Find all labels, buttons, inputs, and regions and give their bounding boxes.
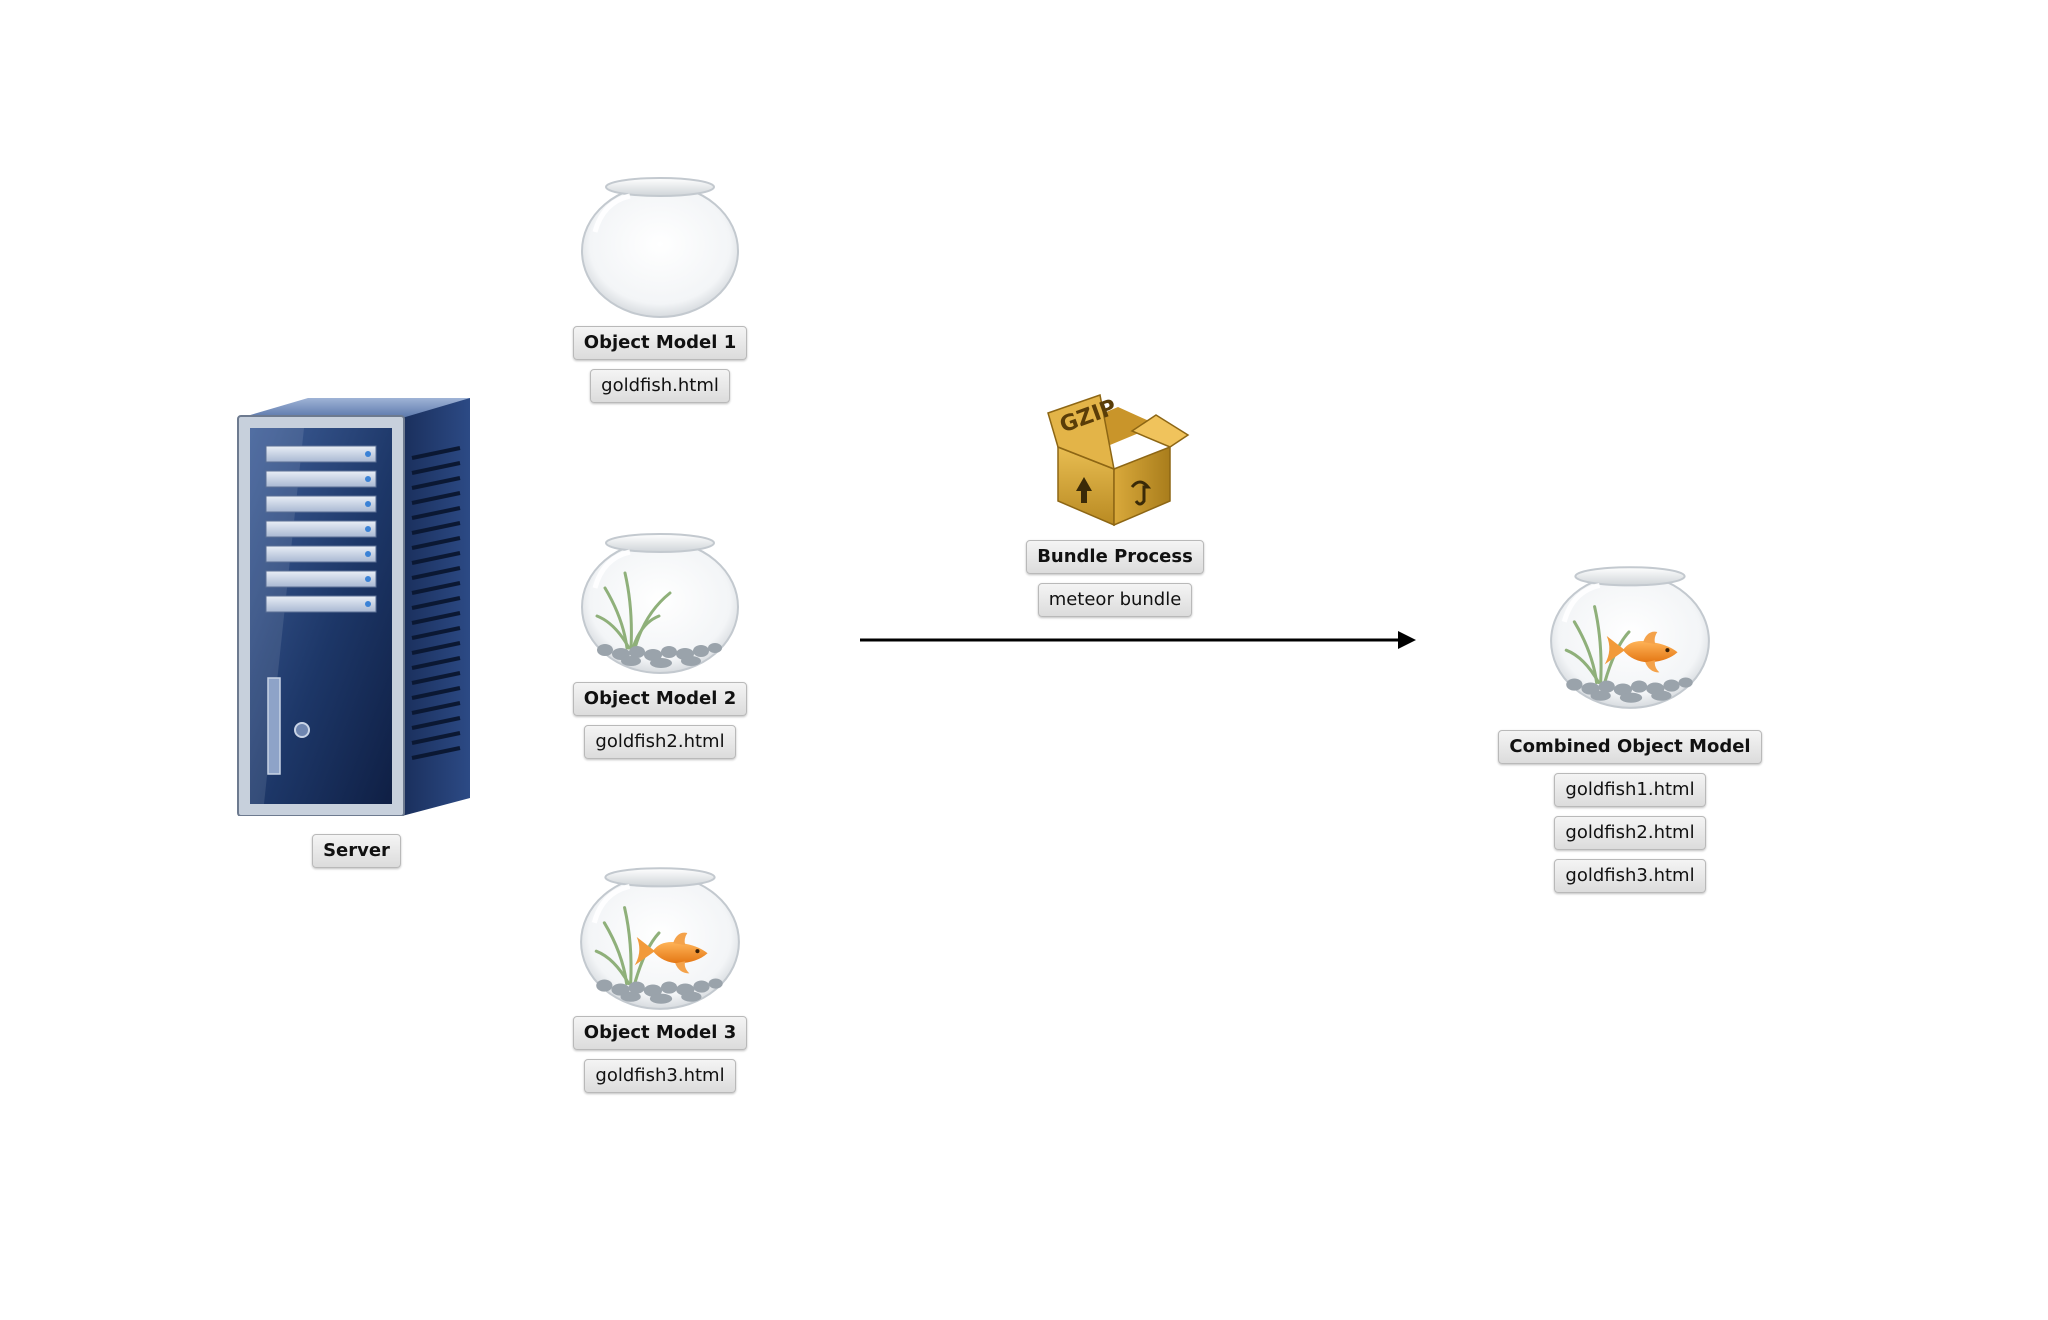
object-model-3-title: Object Model 3 — [572, 1016, 748, 1050]
object-model-1-title: Object Model 1 — [572, 326, 748, 360]
server-label: Server — [312, 834, 401, 868]
bundle-process-command: meteor bundle — [1037, 583, 1193, 617]
combined-file-1: goldfish1.html — [1554, 773, 1706, 807]
object-model-2-file: goldfish2.html — [584, 725, 736, 759]
combined-object-model-node: Combined Object Model goldfish1.html gol… — [1498, 560, 1762, 893]
fishbowl-with-goldfish-icon — [1550, 566, 1710, 709]
goldfish-shape — [1604, 631, 1678, 673]
goldfish-shape — [634, 932, 708, 974]
flow-arrow — [860, 631, 1416, 649]
fishbowl-with-plant-icon — [581, 533, 739, 674]
object-model-2-title: Object Model 2 — [572, 682, 748, 716]
server-node: Server — [234, 396, 479, 868]
object-model-2-node: Object Model 2 goldfish2.html — [560, 528, 760, 759]
combined-file-3: goldfish3.html — [1554, 859, 1706, 893]
server-tower-icon — [237, 398, 470, 816]
gzip-package-icon: GZIP — [1047, 394, 1190, 527]
object-model-3-file: goldfish3.html — [584, 1059, 736, 1093]
object-model-3-node: Object Model 3 goldfish3.html — [560, 862, 760, 1093]
combined-object-model-title: Combined Object Model — [1498, 730, 1762, 764]
fishbowl-with-goldfish-icon — [580, 867, 740, 1010]
bundle-process-node: GZIP Bundle Process meteor bundle — [1020, 385, 1210, 617]
object-model-1-node: Object Model 1 goldfish.html — [560, 172, 760, 403]
object-model-1-file: goldfish.html — [590, 369, 730, 403]
empty-fishbowl-icon — [581, 177, 739, 318]
combined-file-2: goldfish2.html — [1554, 816, 1706, 850]
bundle-process-title: Bundle Process — [1026, 540, 1204, 574]
